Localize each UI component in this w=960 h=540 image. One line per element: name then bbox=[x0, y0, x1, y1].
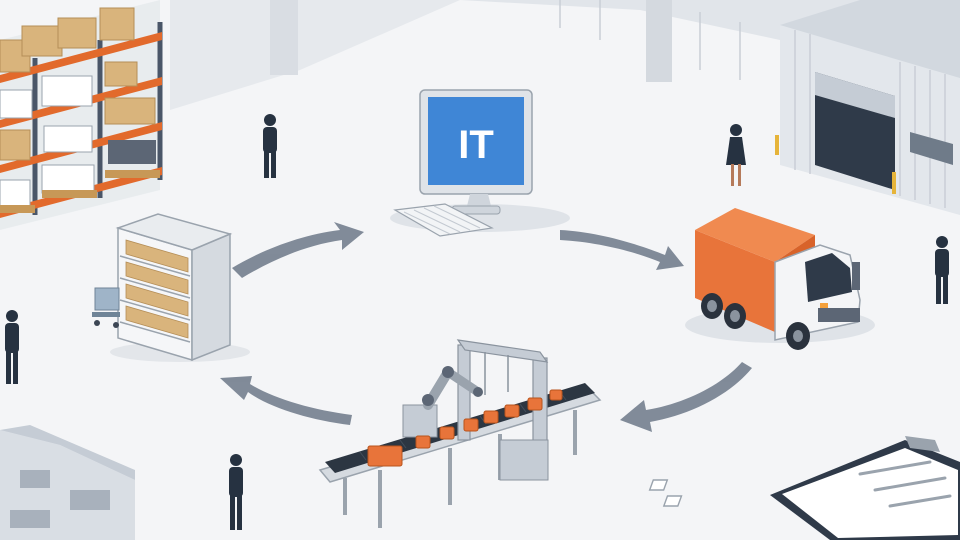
robot-arm-icon bbox=[402, 366, 483, 438]
pallet-rack-icon bbox=[0, 0, 163, 230]
worker-figures bbox=[5, 114, 949, 530]
cycle-arrows bbox=[220, 222, 752, 432]
storage-cabinet-icon bbox=[92, 213, 250, 362]
conveyor-robot-icon bbox=[318, 339, 602, 528]
it-computer-icon: IT bbox=[390, 89, 570, 237]
worker-figure bbox=[263, 114, 277, 178]
arrow-truck-to-conveyor bbox=[620, 362, 752, 432]
warehouse-building-icon bbox=[775, 0, 960, 215]
delivery-truck-icon bbox=[685, 208, 875, 350]
arrow-it-to-truck bbox=[560, 230, 684, 270]
worker-figure bbox=[935, 236, 949, 304]
it-screen-label: IT bbox=[458, 123, 494, 167]
keyboard-icon bbox=[393, 203, 494, 237]
arrow-cabinet-to-it bbox=[232, 222, 364, 278]
hand-cart-icon bbox=[92, 287, 120, 328]
worker-figure bbox=[229, 454, 243, 530]
worker-figure bbox=[5, 310, 19, 384]
building-corner bbox=[0, 425, 135, 540]
arrow-conveyor-to-cabinet bbox=[220, 376, 352, 425]
worker-figure bbox=[726, 124, 746, 186]
clipboard-checklist-icon bbox=[648, 436, 960, 540]
